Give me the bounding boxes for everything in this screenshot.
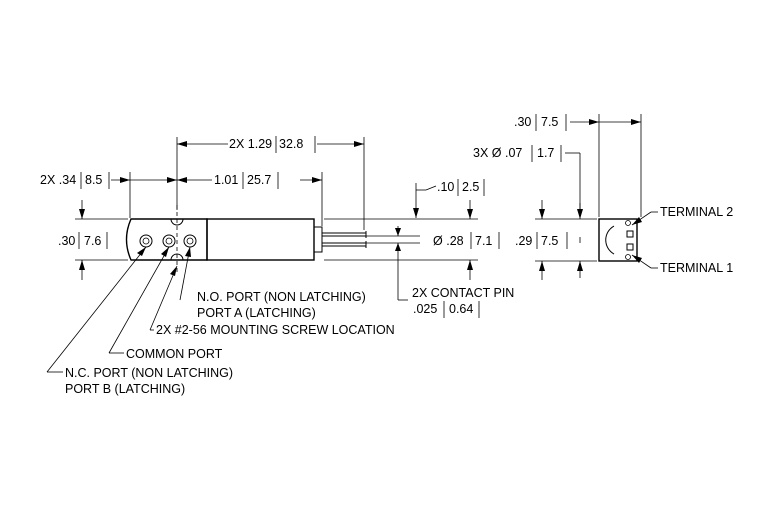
no-port-label-line1: N.O. PORT (NON LATCHING) (197, 290, 366, 304)
port-hole-no (183, 234, 197, 248)
dim-overall-metric: 32.8 (279, 137, 303, 151)
dim-diameter-metric: 7.1 (475, 234, 492, 248)
mount-screw-label: 2X #2-56 MOUNTING SCREW LOCATION (156, 323, 395, 337)
port-hole-nc-inner (142, 237, 150, 245)
dim-mount-metric: 8.5 (85, 173, 102, 187)
nc-port-label-line1: N.C. PORT (NON LATCHING) (65, 366, 233, 380)
no-port-label-line2: PORT A (LATCHING) (197, 306, 316, 320)
dim-body-height: .30 7.6 (58, 200, 128, 280)
dim-height-value: .30 (58, 234, 75, 248)
callout-nc-port: N.C. PORT (NON LATCHING) PORT B (LATCHIN… (46, 246, 233, 396)
dim-body-metric: 25.7 (247, 173, 271, 187)
dim-height-metric: 7.6 (84, 234, 101, 248)
callout-terminal-2: TERMINAL 2 (631, 205, 733, 226)
terminal-hole-bottom (625, 254, 631, 260)
dim-end-width: .30 7.5 (514, 114, 642, 217)
dim-hole-value: .07 (505, 146, 522, 160)
svg-text:Ø .28: Ø .28 (433, 234, 464, 248)
port-hole-common-inner (165, 237, 173, 245)
dim-contact-pin-metric: 0.64 (449, 302, 473, 316)
dim-end-width-metric: 7.5 (541, 115, 558, 129)
end-cap (313, 226, 323, 253)
callout-no-port: N.O. PORT (NON LATCHING) PORT A (LATCHIN… (179, 246, 366, 320)
valve-body (206, 218, 315, 261)
callout-mount-screw: 2X #2-56 MOUNTING SCREW LOCATION (149, 265, 395, 337)
dim-end-height-metric: 7.5 (541, 234, 558, 248)
port-hole-common (162, 234, 176, 248)
callout-terminal-1: TERMINAL 1 (631, 254, 733, 275)
port-hole-no-inner (186, 237, 194, 245)
dim-end-height: .29 7.5 (515, 200, 597, 280)
dim-terminal-hole: 3X Ø .07 1.7 (473, 145, 581, 216)
dim-mount-value: .34 (59, 173, 76, 187)
dim-pin-ext-metric: 2.5 (462, 180, 479, 194)
svg-text:2X .34: 2X .34 (40, 173, 76, 187)
dim-diameter-symbol: Ø (433, 234, 443, 248)
dim-overall-qty: 2X (229, 137, 245, 151)
dim-end-height-value: .29 (515, 234, 532, 248)
dim-end-width-value: .30 (514, 115, 531, 129)
mounting-flange (125, 218, 208, 261)
callout-common-port: COMMON PORT (108, 246, 223, 361)
end-view-connector-dome (605, 225, 615, 255)
svg-text:3X Ø .07: 3X Ø .07 (473, 146, 522, 160)
dim-hole-symbol: Ø (492, 146, 502, 160)
dim-overall-value: 1.29 (248, 137, 272, 151)
svg-text:2X 1.29: 2X 1.29 (229, 137, 272, 151)
valve-end-view (598, 218, 638, 262)
dim-mount-spacing: 2X .34 8.5 (40, 172, 177, 218)
terminal-1-label: TERMINAL 1 (660, 261, 733, 275)
dim-contact-pin-value: .025 (413, 302, 437, 316)
dim-pin-ext-value: .10 (437, 180, 454, 194)
end-view-body (598, 218, 638, 262)
terminal-2-label: TERMINAL 2 (660, 205, 733, 219)
dim-body-length: 1.01 25.7 (177, 172, 323, 226)
dim-hole-metric: 1.7 (537, 146, 554, 160)
nc-port-label-line2: PORT B (LATCHING) (65, 382, 185, 396)
mount-screw-notch-top (170, 218, 184, 226)
dim-diameter: Ø .28 7.1 (324, 200, 500, 280)
contact-pin-label: 2X CONTACT PIN (412, 286, 514, 300)
port-hole-nc (139, 234, 153, 248)
terminal-2-pad (626, 230, 634, 238)
terminal-1-pad (626, 243, 634, 251)
dim-diameter-value: .28 (446, 234, 463, 248)
dim-pin-extension: .10 2.5 (413, 179, 485, 218)
terminal-hole-top (625, 220, 631, 226)
dim-body-value: 1.01 (214, 173, 238, 187)
dim-hole-qty: 3X (473, 146, 489, 160)
dim-mount-qty: 2X (40, 173, 56, 187)
valve-side-view (125, 205, 367, 272)
common-port-label: COMMON PORT (126, 347, 223, 361)
dim-contact-pin: 2X CONTACT PIN .025 0.64 (366, 226, 514, 318)
dim-overall-length: 2X 1.29 32.8 (176, 136, 365, 230)
